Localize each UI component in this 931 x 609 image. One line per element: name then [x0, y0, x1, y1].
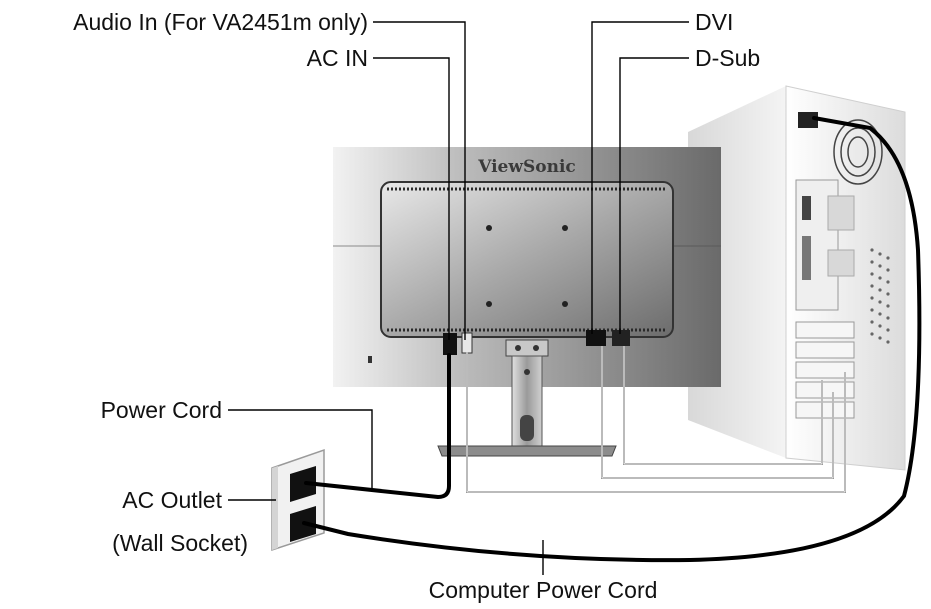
stand-base [437, 445, 617, 457]
kensington-slot [368, 356, 372, 363]
brand-logo: ViewSonic [477, 157, 576, 177]
label-d-sub: D-Sub [695, 45, 760, 71]
pc-audio-block [827, 195, 855, 231]
label-ac-in: AC IN [307, 45, 368, 71]
pc-serial-port [802, 236, 811, 280]
signal-cables [466, 346, 846, 493]
label-ac-outlet: AC Outlet [122, 487, 222, 513]
dsub-port [612, 330, 630, 346]
wall-outlet [271, 448, 325, 552]
computer-power-cord [302, 116, 922, 563]
stand-bracket [505, 339, 549, 357]
monitor-back: ViewSonic [333, 147, 721, 457]
monitor-power-cord [304, 353, 451, 500]
monitor-rear-panel [380, 181, 674, 338]
outlet-socket-top [290, 466, 316, 502]
label-computer-power-cord: Computer Power Cord [429, 577, 658, 603]
pc-usb-block [827, 249, 855, 277]
pc-vent-holes [870, 248, 890, 344]
audio-in-port [461, 332, 473, 354]
leader-lines [228, 21, 689, 575]
pc-ps2-port [802, 196, 811, 220]
label-dvi: DVI [695, 9, 733, 35]
vesa-mount-holes [486, 225, 568, 307]
pc-power-socket [798, 112, 818, 128]
label-wall-socket: (Wall Socket) [112, 530, 248, 556]
ac-in-port [443, 333, 457, 355]
fan-grill-icon [833, 119, 883, 185]
pc-expansion-slots [795, 321, 855, 419]
dvi-port [586, 330, 606, 346]
label-power-cord: Power Cord [101, 397, 222, 423]
label-audio-in: Audio In (For VA2451m only) [73, 9, 368, 35]
